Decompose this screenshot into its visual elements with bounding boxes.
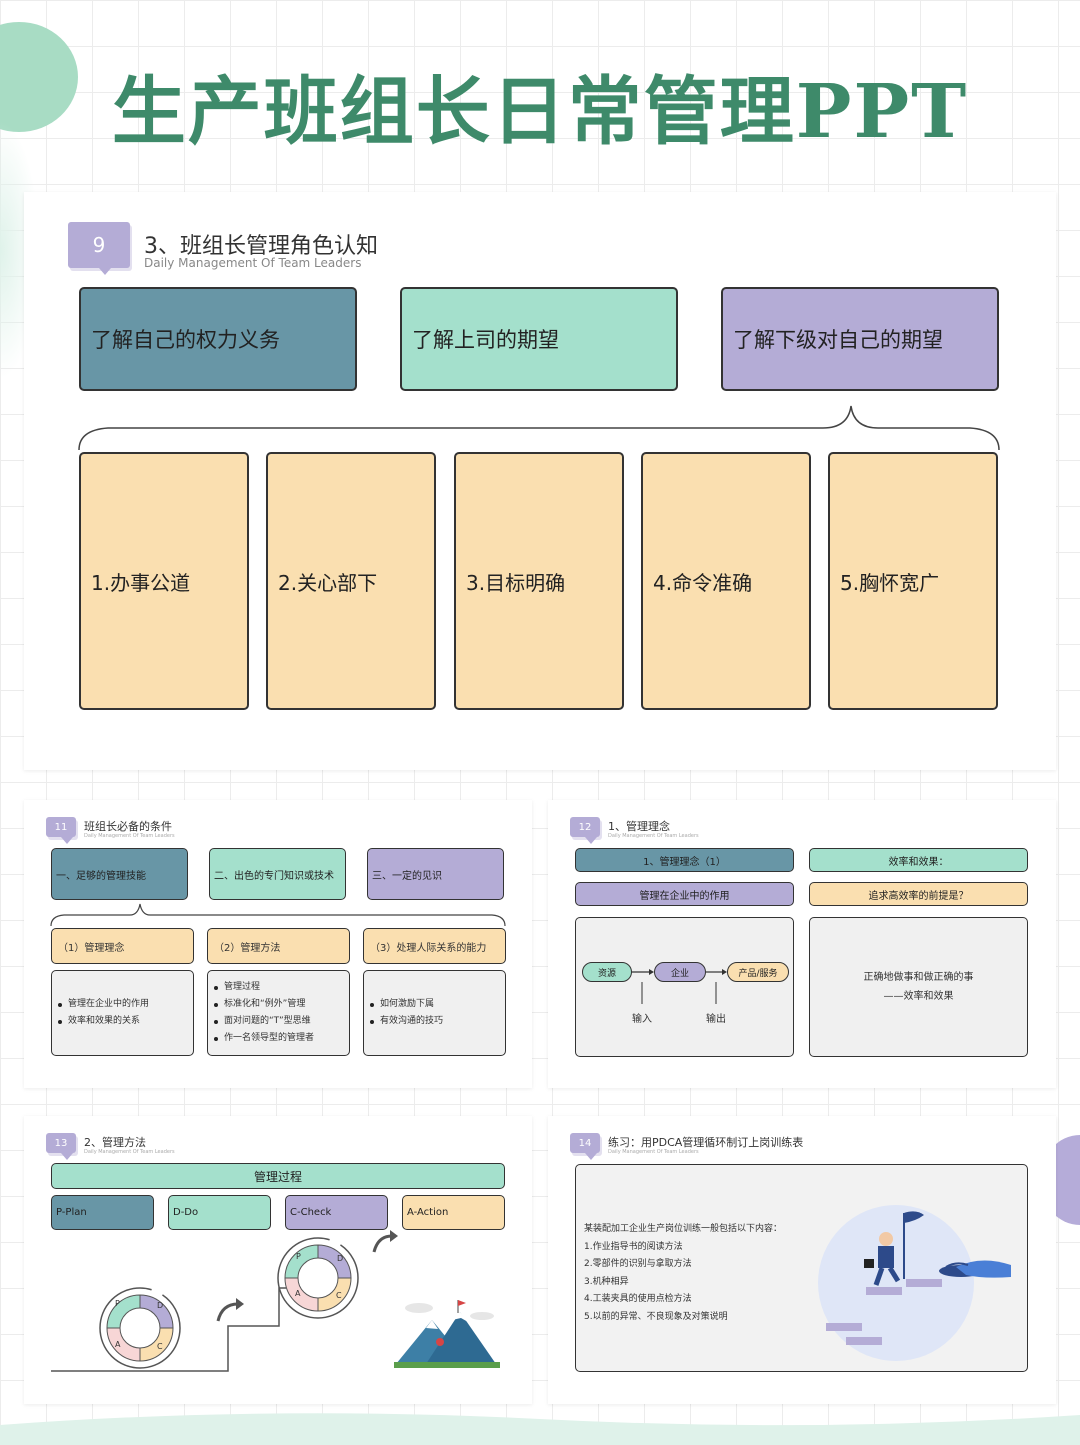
answer-line-1: 正确地做事和做正确的事 <box>864 968 974 987</box>
answer-panel: 正确地做事和做正确的事 ——效率和效果 <box>809 917 1028 1057</box>
section-list-1: 管理在企业中的作用 效率和效果的关系 <box>51 970 194 1056</box>
exercise-item: 5.以前的异常、不良现象及对策说明 <box>584 1309 782 1327</box>
cycle2-d: D <box>337 1254 343 1263</box>
curly-brace <box>50 902 506 928</box>
list-item: 作一名领导型的管理者 <box>214 1030 314 1047</box>
quality-box-3: 3.目标明确 <box>454 452 624 710</box>
exercise-intro: 某装配加工企业生产岗位训练一般包括以下内容： <box>584 1221 782 1239</box>
section-list-2: 管理过程 标准化和“例外”管理 面对问题的“T”型思维 作一名领导型的管理者 <box>207 970 350 1056</box>
slide-number-badge: 14 <box>570 1133 600 1153</box>
slide-12: 12 1、管理理念 Daily Management Of Team Leade… <box>548 800 1056 1088</box>
slide-title: 1、管理理念 <box>608 818 670 834</box>
role-bar: 管理在企业中的作用 <box>575 882 794 906</box>
role-box-subordinate-expectation: 了解下级对自己的期望 <box>721 287 999 391</box>
slide-subtitle: Daily Management Of Team Leaders <box>84 833 175 839</box>
exercise-item: 4.工装夹具的使用点检方法 <box>584 1291 782 1309</box>
slide-9: 9 3、班组长管理角色认知 Daily Management Of Team L… <box>24 192 1056 770</box>
quality-box-2: 2.关心部下 <box>266 452 436 710</box>
list-item: 标准化和“例外”管理 <box>214 996 305 1013</box>
efficiency-bar: 效率和效果： <box>809 848 1028 872</box>
cycle1-c: C <box>157 1342 163 1351</box>
list-item: 有效沟通的技巧 <box>370 1013 443 1030</box>
curly-brace <box>78 402 1000 452</box>
slide-subtitle: Daily Management Of Team Leaders <box>144 256 361 270</box>
cycle2-a: A <box>295 1289 300 1298</box>
exercise-frame: 某装配加工企业生产岗位训练一般包括以下内容： 1.作业指导书的阅读方法 2.零部… <box>575 1164 1028 1372</box>
pdca-cycle-2 <box>278 1238 358 1318</box>
flow-product: 产品/服务 <box>727 962 789 982</box>
slide-number-badge: 9 <box>68 222 130 268</box>
exercise-item: 2.零部件的识别与拿取方法 <box>584 1256 782 1274</box>
slide-subtitle: Daily Management Of Team Leaders <box>608 833 699 839</box>
flow-input-label: 输入 <box>632 1010 652 1025</box>
answer-line-2: ——效率和效果 <box>884 987 954 1006</box>
cycle1-a: A <box>115 1340 120 1349</box>
list-item: 如何激励下属 <box>370 996 434 1013</box>
section-title-1: （1）管理理念 <box>51 928 194 964</box>
slide-number-badge: 12 <box>570 817 600 837</box>
flow-arrows <box>576 918 795 1058</box>
condition-box-3: 三、一定的见识 <box>367 848 504 900</box>
exercise-item: 3.机种相异 <box>584 1274 782 1292</box>
cycle2-p: P <box>296 1252 301 1261</box>
slide-title: 练习：用PDCA管理循环制订上岗训练表 <box>608 1134 803 1150</box>
pdca-stairs-illustration <box>24 1116 532 1404</box>
flow-resource: 资源 <box>582 962 632 982</box>
cycle1-p: P <box>115 1299 120 1308</box>
condition-box-1: 一、足够的管理技能 <box>51 848 188 900</box>
slide-11: 11 班组长必备的条件 Daily Management Of Team Lea… <box>24 800 532 1088</box>
question-bar: 追求高效率的前提是？ <box>809 882 1028 906</box>
section-list-3: 如何激励下属 有效沟通的技巧 <box>363 970 506 1056</box>
quality-box-1: 1.办事公道 <box>79 452 249 710</box>
slide-number-badge: 11 <box>46 817 76 837</box>
climbing-stairs-illustration <box>806 1183 1026 1363</box>
list-item: 管理过程 <box>214 979 260 996</box>
exercise-text: 某装配加工企业生产岗位训练一般包括以下内容： 1.作业指导书的阅读方法 2.零部… <box>584 1221 782 1326</box>
quality-box-4: 4.命令准确 <box>641 452 811 710</box>
slide-subtitle: Daily Management Of Team Leaders <box>608 1149 699 1155</box>
decorative-wave <box>0 1405 1080 1445</box>
cycle2-c: C <box>336 1291 342 1300</box>
flow-panel: 资源 企业 产品/服务 输入 输出 <box>575 917 794 1057</box>
list-item: 管理在企业中的作用 <box>58 996 149 1013</box>
mountain-icon <box>394 1300 500 1368</box>
page-title: 生产班组长日常管理PPT <box>0 52 1080 159</box>
exercise-item: 1.作业指导书的阅读方法 <box>584 1239 782 1257</box>
list-item: 面对问题的“T”型思维 <box>214 1013 311 1030</box>
flow-output-label: 输出 <box>706 1010 726 1025</box>
slide-title: 班组长必备的条件 <box>84 818 172 834</box>
slide-13: 13 2、管理方法 Daily Management Of Team Leade… <box>24 1116 532 1404</box>
slide-14: 14 练习：用PDCA管理循环制订上岗训练表 Daily Management … <box>548 1116 1056 1404</box>
pdca-cycle-1 <box>100 1288 180 1368</box>
quality-box-5: 5.胸怀宽广 <box>828 452 998 710</box>
cycle1-d: D <box>157 1301 163 1310</box>
condition-box-2: 二、出色的专门知识或技术 <box>209 848 346 900</box>
list-item: 效率和效果的关系 <box>58 1013 140 1030</box>
concept-bar: 1、管理理念（1） <box>575 848 794 872</box>
role-box-own-duties: 了解自己的权力义务 <box>79 287 357 391</box>
flow-enterprise: 企业 <box>654 962 706 982</box>
role-box-boss-expectation: 了解上司的期望 <box>400 287 678 391</box>
section-title-3: （3）处理人际关系的能力 <box>363 928 506 964</box>
section-title-2: （2）管理方法 <box>207 928 350 964</box>
